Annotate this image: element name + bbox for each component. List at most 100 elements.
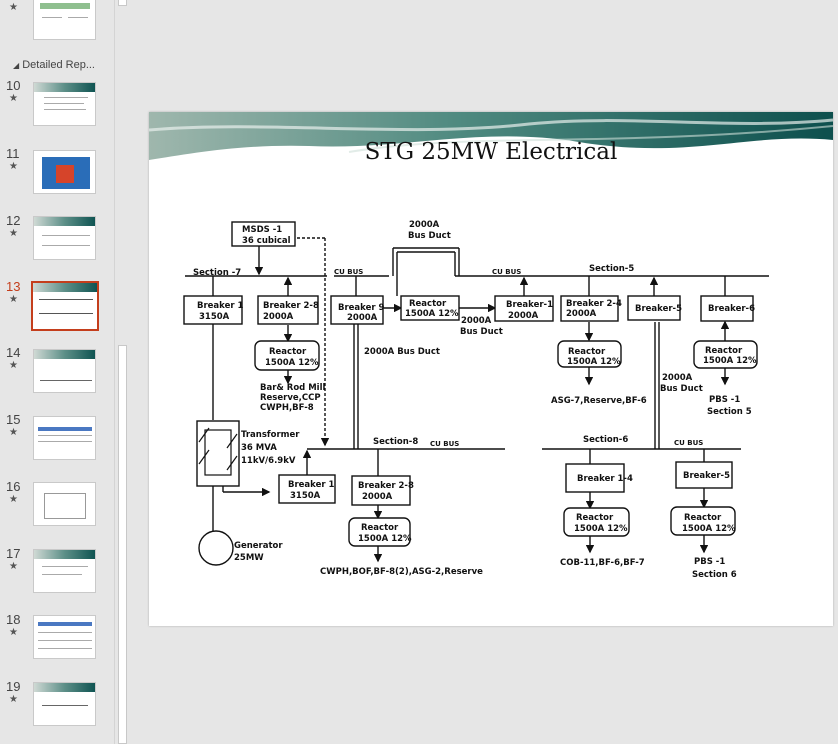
breaker-2-4-label: Breaker 2-4 xyxy=(566,299,622,309)
slide-thumbnail-16[interactable] xyxy=(33,482,96,526)
load-label: Reserve,CCP xyxy=(260,393,321,403)
breaker-2-8-label: Breaker 2-8 xyxy=(358,481,414,491)
pbs-label: PBS -1 xyxy=(694,557,725,567)
thumbnail-scrollbar[interactable] xyxy=(114,0,131,744)
collapse-triangle-icon[interactable]: ◢ xyxy=(13,61,20,70)
cu-bus-label: CU BUS xyxy=(430,440,459,448)
breaker-1-label: Breaker 1 xyxy=(288,480,335,490)
slide-thumbnail-17[interactable] xyxy=(33,549,96,593)
slide-header-wave xyxy=(149,112,833,160)
busduct-mid-label: 2000A Bus Duct xyxy=(364,347,440,357)
slide-thumbnail-15[interactable] xyxy=(33,416,96,460)
slide-title[interactable]: STG 25MW Electrical xyxy=(364,139,618,165)
reactor-rating: 1500A 12% xyxy=(265,358,319,368)
transformer-voltage: 11kV/6.9kV xyxy=(241,456,296,466)
transition-star-icon: ★ xyxy=(9,627,18,638)
busduct-right-label: 2000A xyxy=(662,373,693,383)
electrical-single-line-diagram[interactable]: MSDS -1 36 cubical 2000A Bus Duct Sectio… xyxy=(149,112,833,626)
transition-star-icon: ★ xyxy=(9,694,18,705)
busduct-top-sublabel: Bus Duct xyxy=(408,231,451,241)
slide-number: 14 xyxy=(6,345,21,360)
section-6-label: Section-6 xyxy=(583,435,628,445)
transition-star-icon: ★ xyxy=(9,161,18,172)
load-label: ASG-7,Reserve,BF-6 xyxy=(551,396,647,406)
slide-number: 10 xyxy=(6,78,21,93)
breaker-6-label: Breaker-6 xyxy=(708,304,755,314)
transition-star-icon: ★ xyxy=(9,494,18,505)
generator-label: Generator xyxy=(234,541,283,551)
transition-star-icon: ★ xyxy=(9,2,18,13)
reactor-label: Reactor xyxy=(568,347,606,357)
transformer-rating: 36 MVA xyxy=(241,443,277,453)
breaker-2-8-label: Breaker 2-8 xyxy=(263,301,319,311)
slide-thumbnail-10[interactable] xyxy=(33,82,96,126)
slide-number: 12 xyxy=(6,213,21,228)
breaker-2-8-rating: 2000A xyxy=(362,492,393,502)
breaker-1-rating: 3150A xyxy=(199,312,230,322)
reactor-rating: 1500A 12% xyxy=(574,524,628,534)
breaker-5-label: Breaker-5 xyxy=(635,304,682,314)
slide-thumbnail-13-selected[interactable] xyxy=(31,281,99,331)
breaker-1-dash-label: Breaker-1 xyxy=(506,300,553,310)
load-label: CWPH,BF-8 xyxy=(260,403,314,413)
breaker-2-8-rating: 2000A xyxy=(263,312,294,322)
transition-star-icon: ★ xyxy=(9,228,18,239)
scrollbar-top-segment[interactable] xyxy=(118,0,127,6)
slide-thumbnail-14[interactable] xyxy=(33,349,96,393)
transition-star-icon: ★ xyxy=(9,294,18,305)
msds-label: MSDS -1 xyxy=(242,225,282,235)
reactor-label: Reactor xyxy=(705,346,743,356)
cu-bus-label: CU BUS xyxy=(674,439,703,447)
busduct-sublabel: Bus Duct xyxy=(460,327,503,337)
slide-number: 11 xyxy=(6,146,20,161)
slide-thumbnail-9[interactable] xyxy=(33,0,96,40)
reactor-rating: 1500A 12% xyxy=(405,309,459,319)
transition-star-icon: ★ xyxy=(9,561,18,572)
busduct-top-label: 2000A xyxy=(409,220,440,230)
busduct-right-sublabel: Bus Duct xyxy=(660,384,703,394)
reactor-rating: 1500A 12% xyxy=(682,524,736,534)
slide-number: 16 xyxy=(6,479,21,494)
load-label: CWPH,BOF,BF-8(2),ASG-2,Reserve xyxy=(320,567,483,577)
scrollbar-thumb[interactable] xyxy=(118,345,127,744)
pbs-label: PBS -1 xyxy=(709,395,740,405)
breaker-9-rating: 2000A xyxy=(347,313,378,323)
load-label: Bar& Rod Mill xyxy=(260,383,325,393)
transition-star-icon: ★ xyxy=(9,93,18,104)
slide-thumbnail-19[interactable] xyxy=(33,682,96,726)
slide-thumbnail-18[interactable] xyxy=(33,615,96,659)
slide-number: 13 xyxy=(6,279,21,294)
slide-13[interactable]: STG 25MW Electrical xyxy=(149,112,833,626)
section-8-label: Section-8 xyxy=(373,437,418,447)
slide-number: 15 xyxy=(6,412,21,427)
reactor-label: Reactor xyxy=(269,347,307,357)
reactor-label: Reactor xyxy=(684,513,722,523)
msds-sublabel: 36 cubical xyxy=(242,236,291,246)
transformer-label: Transformer xyxy=(241,430,300,440)
slide-number: 18 xyxy=(6,612,21,627)
cu-bus-label: CU BUS xyxy=(334,268,363,276)
transition-star-icon: ★ xyxy=(9,360,18,371)
section-5-label: Section-5 xyxy=(589,264,634,274)
cu-bus-label: CU BUS xyxy=(492,268,521,276)
slide-thumbnail-11[interactable] xyxy=(33,150,96,194)
slide-number: 17 xyxy=(6,546,21,561)
reactor-rating: 1500A 12% xyxy=(703,356,757,366)
load-label: COB-11,BF-6,BF-7 xyxy=(560,558,645,568)
pbs-section-label: Section 6 xyxy=(692,570,737,580)
breaker-1-rating: 3150A xyxy=(290,491,321,501)
generator-rating: 25MW xyxy=(234,553,264,563)
section-header-detailed-report[interactable]: ◢ Detailed Rep... xyxy=(13,59,95,71)
slide-thumbnail-pane[interactable]: ★ ◢ Detailed Rep... 10 ★ 11 ★ 12 ★ 13 ★ … xyxy=(0,0,114,744)
transition-star-icon: ★ xyxy=(9,427,18,438)
reactor-rating: 1500A 12% xyxy=(358,534,412,544)
breaker-2-4-rating: 2000A xyxy=(566,309,597,319)
reactor-label: Reactor xyxy=(361,523,399,533)
breaker-1-4-label: Breaker 1-4 xyxy=(577,474,633,484)
breaker-9-label: Breaker 9 xyxy=(338,303,385,313)
reactor-label: Reactor xyxy=(409,299,447,309)
slide-thumbnail-12[interactable] xyxy=(33,216,96,260)
breaker-1-label: Breaker 1 xyxy=(197,301,244,311)
busduct-label: 2000A xyxy=(461,316,492,326)
pbs-section-label: Section 5 xyxy=(707,407,752,417)
